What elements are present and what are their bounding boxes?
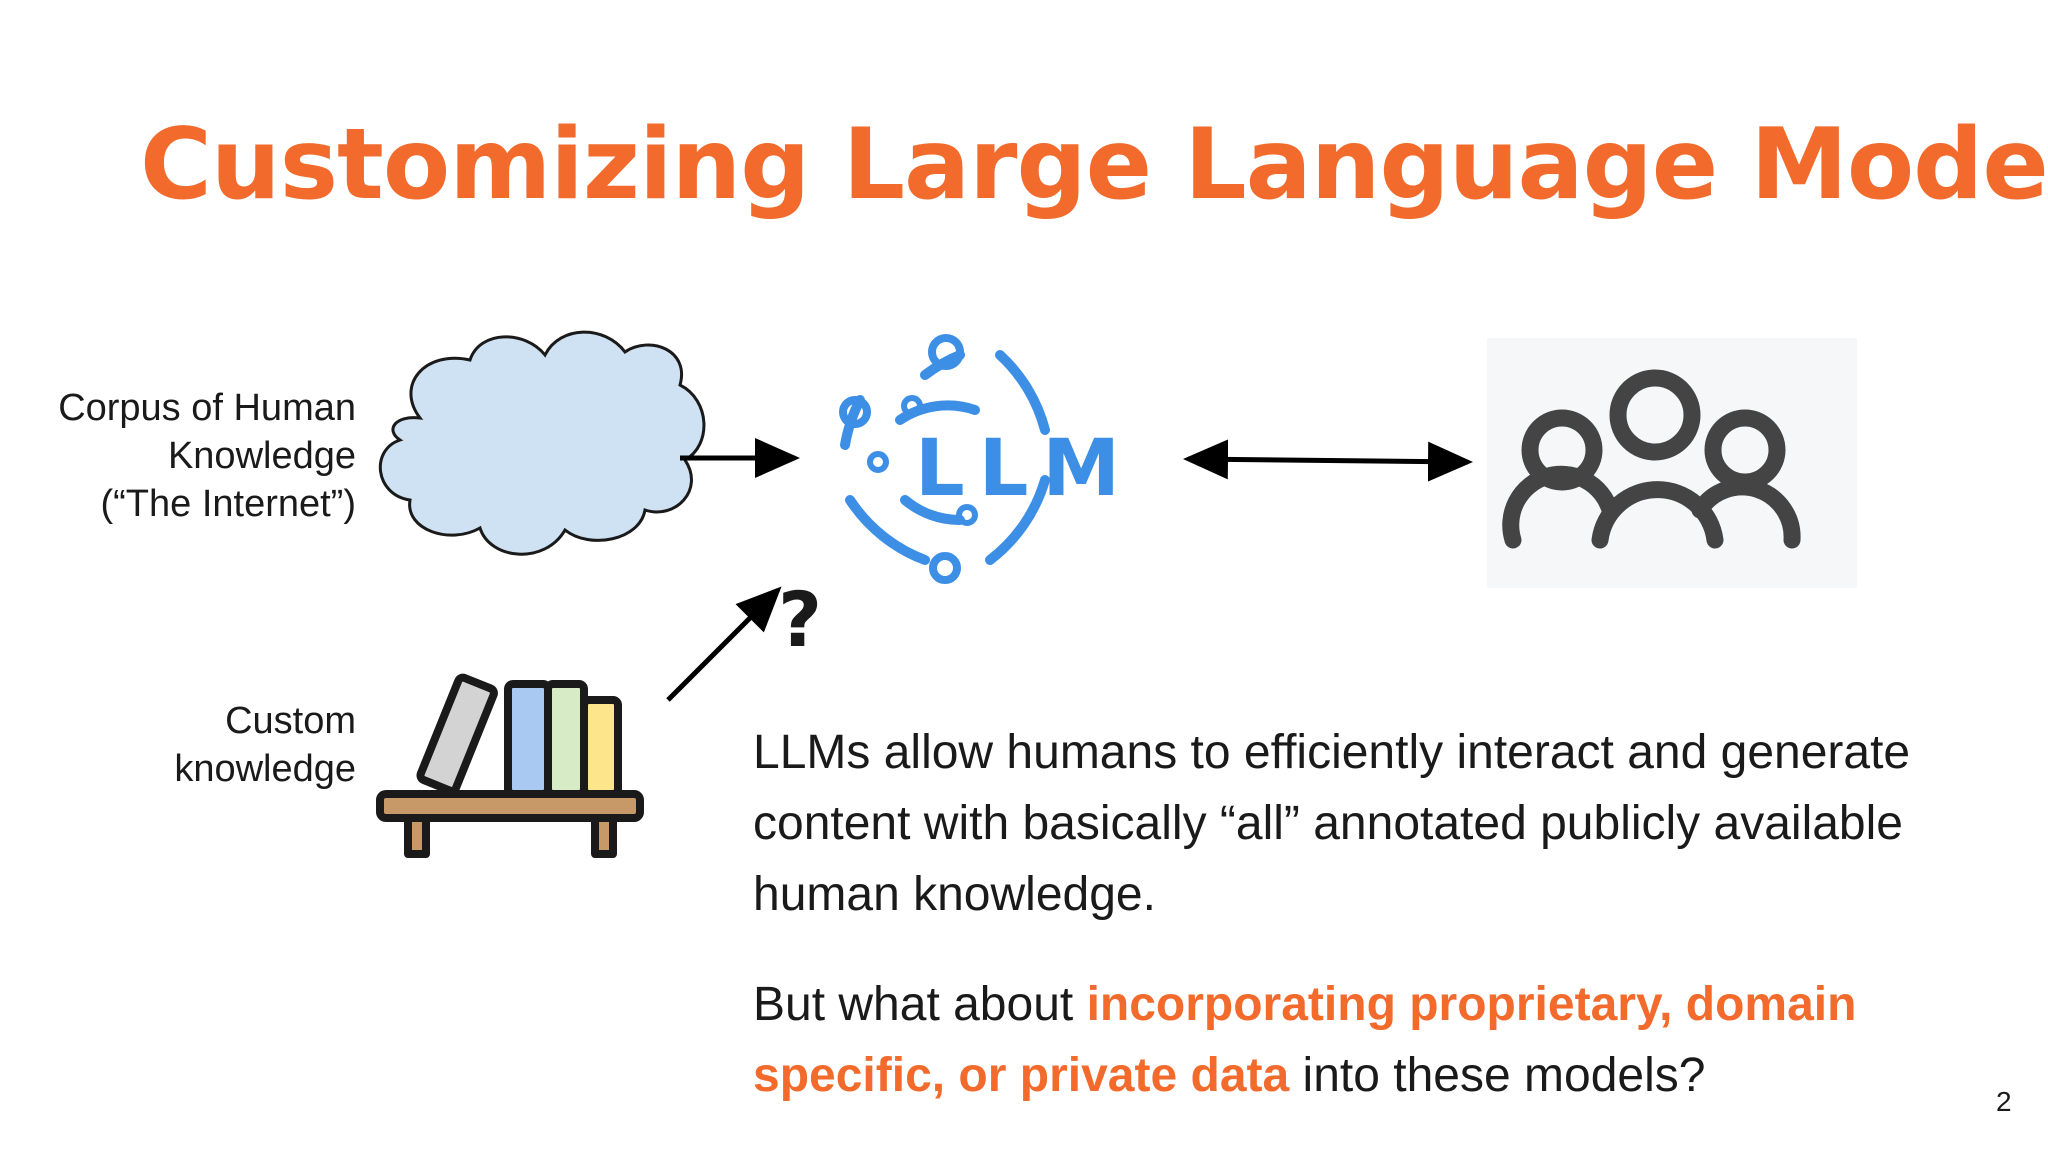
llm-logo-icon bbox=[839, 334, 1050, 584]
body-paragraph-2: But what about incorporating proprietary… bbox=[753, 969, 1973, 1111]
page-number: 2 bbox=[1996, 1086, 2012, 1117]
cloud-icon bbox=[378, 330, 706, 556]
arrow-custom-to-llm bbox=[666, 586, 782, 702]
body-paragraph-1: LLMs allow humans to efficiently interac… bbox=[753, 726, 1911, 921]
custom-label-line: knowledge bbox=[174, 748, 356, 790]
llm-logo-text: LLM bbox=[915, 424, 1134, 514]
custom-knowledge-label: Custom knowledge bbox=[80, 697, 356, 793]
para2-suffix: into these models? bbox=[1289, 1049, 1706, 1102]
corpus-label-line: Corpus of Human bbox=[58, 387, 356, 429]
question-mark: ? bbox=[778, 575, 823, 664]
corpus-label-line: Knowledge bbox=[167, 435, 356, 477]
corpus-label: Corpus of Human Knowledge (“The Internet… bbox=[20, 384, 356, 528]
para2-prefix: But what about bbox=[753, 978, 1087, 1031]
custom-label-line: Custom bbox=[225, 700, 356, 742]
double-arrow-llm-people bbox=[1183, 439, 1473, 482]
bookshelf-icon bbox=[376, 673, 644, 858]
corpus-label-line: (“The Internet”) bbox=[100, 483, 356, 525]
slide-title: Customizing Large Language Models bbox=[140, 108, 2048, 222]
para2-highlight: incorporating proprietary, domain specif… bbox=[753, 978, 1857, 1102]
people-icon bbox=[1487, 338, 1857, 588]
